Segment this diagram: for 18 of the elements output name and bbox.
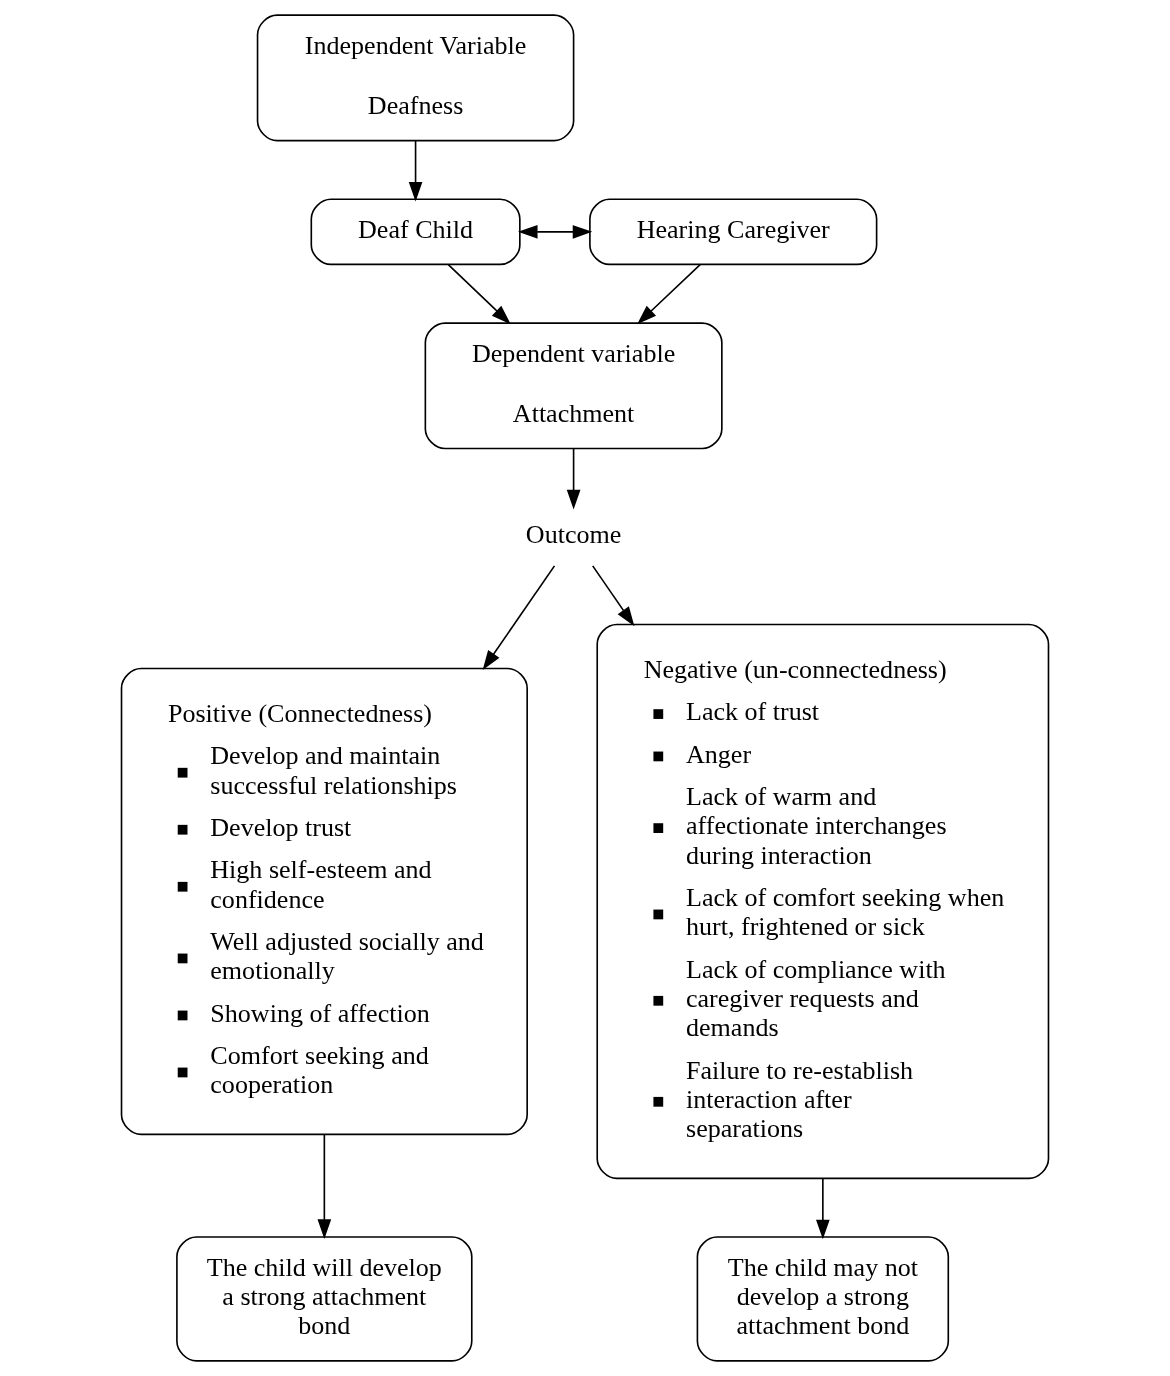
node-box: Dependent variable Attachment [424,322,723,450]
node-text: Outcome [525,519,622,549]
arrow [482,565,556,671]
node-box: The child may not develop a strong attachment bond [696,1236,950,1362]
node-box: Deaf Child [310,198,521,266]
node-box: Negative (un-connectedness) Lack of trust Anger Lack of warm and affectionate interchanges during interaction Lack of comfort seeking when hurt, frightened or sick Lack of compliance with caregiver requests and demands Failure to re-establish interaction after separations [596,623,1050,1180]
arrow [816,1177,830,1240]
arrow [408,140,423,202]
node-box: Hearing Caregiver [589,198,878,266]
node-box: The child will develop a strong attachment bond [176,1236,473,1362]
arrow [517,225,593,239]
node-box: Positive (Connectedness) Develop and maintain successful relationships Develop trust High self-esteem and confidence Well adjusted socially and emotionally Showing of affection Comfort seeking and cooperation [120,667,528,1136]
arrow [591,565,635,627]
node-box: Independent Variable Deafness [256,14,575,142]
arrow [566,447,581,510]
arrow [447,263,511,325]
arrow [317,1133,332,1239]
arrow [637,263,701,325]
